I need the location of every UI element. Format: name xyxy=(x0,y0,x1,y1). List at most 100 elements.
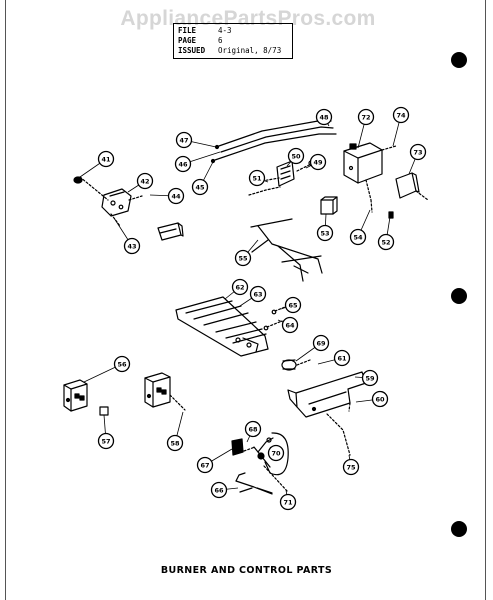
callout-circle xyxy=(234,249,252,267)
callout-number: 62 xyxy=(235,283,244,291)
callout-41: 41 xyxy=(97,150,115,168)
callout-circle xyxy=(248,169,266,187)
callout-number: 41 xyxy=(101,155,111,163)
callout-circle xyxy=(191,178,209,196)
callout-73: 73 xyxy=(409,143,427,161)
callout-number: 71 xyxy=(283,498,293,506)
callout-circle xyxy=(244,420,262,438)
callout-61: 61 xyxy=(333,349,351,367)
binder-hole-middle xyxy=(451,288,467,304)
callout-number: 66 xyxy=(214,486,224,494)
callout-64: 64 xyxy=(281,316,299,334)
callout-circle xyxy=(281,316,299,334)
callout-71: 71 xyxy=(279,493,297,511)
burner-manifold-part xyxy=(175,296,269,357)
diagram-caption: BURNER AND CONTROL PARTS xyxy=(160,565,333,576)
callout-circle xyxy=(231,278,249,296)
callout-number: 55 xyxy=(238,254,248,262)
burner-spreader-part xyxy=(287,371,367,456)
pilot-tubing-part xyxy=(235,472,273,495)
watermark: AppliancePartsPros.com xyxy=(120,7,376,30)
callout-circle xyxy=(249,285,267,303)
callout-circle xyxy=(167,187,185,205)
callout-57: 57 xyxy=(97,432,115,450)
small-switch-part xyxy=(320,196,394,219)
info-value-issued: Original, 8/73 xyxy=(218,46,282,55)
callout-number: 61 xyxy=(337,354,347,362)
callout-50: 50 xyxy=(287,147,305,165)
callout-number: 70 xyxy=(271,449,281,457)
callout-46: 46 xyxy=(174,155,192,173)
callout-66: 66 xyxy=(210,481,228,499)
callout-circle xyxy=(342,458,360,476)
callout-number: 43 xyxy=(127,242,136,250)
callout-53: 53 xyxy=(316,224,334,242)
relay-switch-part xyxy=(63,372,186,416)
callout-circle xyxy=(316,224,334,242)
callout-number: 54 xyxy=(353,233,363,241)
callout-56: 56 xyxy=(113,355,131,373)
callout-72: 72 xyxy=(357,108,375,126)
right-page-edge xyxy=(485,0,486,600)
callout-67: 67 xyxy=(196,456,214,474)
info-row-issued: ISSUED Original, 8/73 xyxy=(178,46,288,56)
info-row-page: PAGE 6 xyxy=(178,36,288,46)
callout-circle xyxy=(357,108,375,126)
callout-number: 75 xyxy=(346,463,356,471)
junction-box-cover-part xyxy=(395,172,429,201)
pilot-burner-part xyxy=(231,432,289,493)
callout-42: 42 xyxy=(136,172,154,190)
callout-number: 68 xyxy=(248,425,258,433)
callout-circle xyxy=(333,349,351,367)
callout-number: 72 xyxy=(361,113,370,121)
info-label-file: FILE xyxy=(178,26,197,35)
callout-circle xyxy=(287,147,305,165)
callout-circle xyxy=(309,153,327,171)
callout-number: 58 xyxy=(170,439,180,447)
callout-circle xyxy=(361,369,379,387)
document-info-box: FILE 4-3 PAGE 6 ISSUED Original, 8/73 xyxy=(173,23,293,59)
callout-number: 52 xyxy=(381,238,390,246)
callout-number: 59 xyxy=(365,374,375,382)
callout-circle xyxy=(312,334,330,352)
callout-circle xyxy=(315,108,333,126)
callout-circle xyxy=(123,237,141,255)
callout-43: 43 xyxy=(123,237,141,255)
callout-number: 73 xyxy=(413,148,422,156)
callout-number: 50 xyxy=(291,152,301,160)
binder-hole-bottom xyxy=(451,521,467,537)
callout-circle xyxy=(267,444,285,462)
callout-52: 52 xyxy=(377,233,395,251)
callout-circle xyxy=(279,493,297,511)
callout-59: 59 xyxy=(361,369,379,387)
callout-number: 57 xyxy=(101,437,110,445)
callout-48: 48 xyxy=(315,108,333,126)
callout-75: 75 xyxy=(342,458,360,476)
callout-69: 69 xyxy=(312,334,330,352)
info-row-file: FILE 4-3 xyxy=(178,26,288,36)
valve-mounting-bracket-part xyxy=(157,222,184,241)
info-value-file: 4-3 xyxy=(218,26,232,35)
callout-54: 54 xyxy=(349,228,367,246)
callout-number: 63 xyxy=(253,290,262,298)
callout-70: 70 xyxy=(267,444,285,462)
callout-circle xyxy=(174,155,192,173)
callout-63: 63 xyxy=(249,285,267,303)
callout-number: 47 xyxy=(179,136,188,144)
callout-58: 58 xyxy=(166,434,184,452)
callout-circle xyxy=(196,456,214,474)
binder-hole-top xyxy=(451,52,467,68)
callout-number: 69 xyxy=(316,339,326,347)
callout-44: 44 xyxy=(167,187,185,205)
callout-circle xyxy=(377,233,395,251)
info-value-page: 6 xyxy=(218,36,223,45)
callout-number: 53 xyxy=(320,229,329,237)
callout-number: 45 xyxy=(195,183,205,191)
info-label-issued: ISSUED xyxy=(178,46,206,55)
callout-number: 65 xyxy=(288,301,298,309)
callout-number: 67 xyxy=(200,461,209,469)
callout-number: 56 xyxy=(117,360,127,368)
callout-60: 60 xyxy=(371,390,389,408)
callout-49: 49 xyxy=(309,153,327,171)
